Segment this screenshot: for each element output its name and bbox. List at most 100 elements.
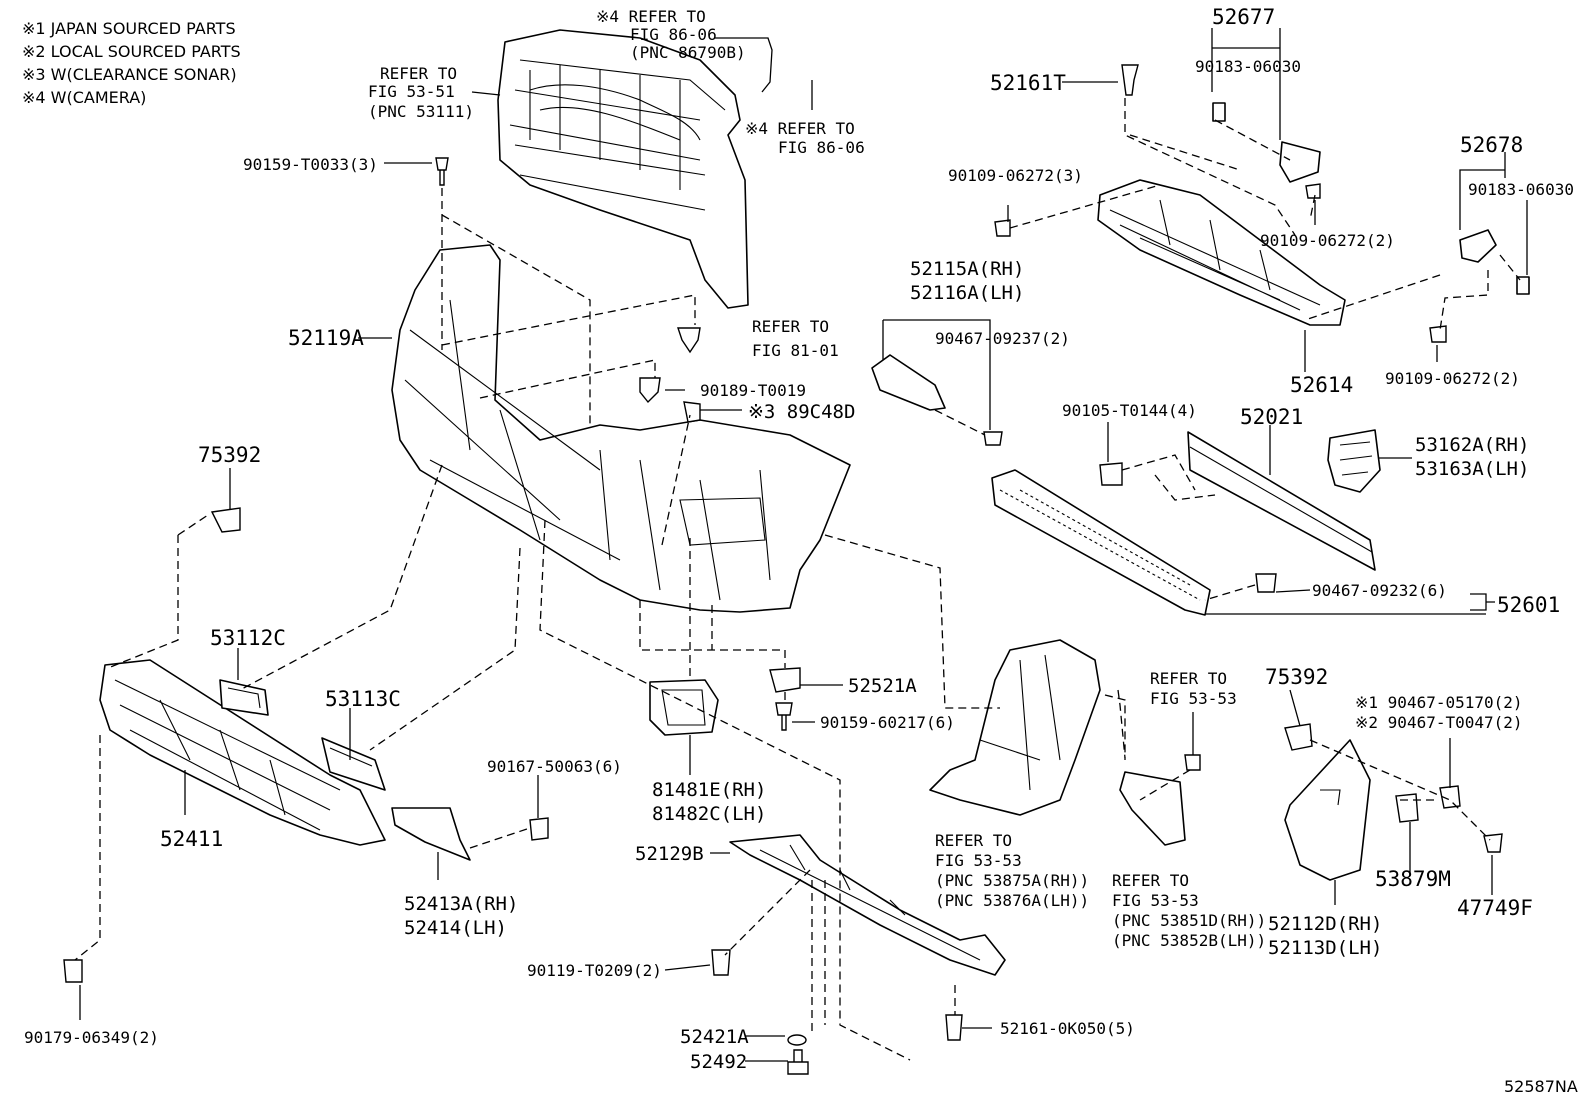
clip-90189-t0019-icon (639, 377, 661, 404)
clip-90467-09237-icon (983, 431, 1003, 446)
label-90167-50063: 90167-50063(6) (487, 757, 622, 776)
clip-75392-a-icon (210, 507, 241, 533)
label-52421a: 52421A (680, 1026, 749, 1048)
label-ref-53-51-1: REFER TO (380, 64, 457, 83)
label-52112d: 52112D(RH) (1268, 913, 1382, 935)
label-52129b: 52129B (635, 843, 704, 865)
label-52614: 52614 (1290, 373, 1353, 397)
absorber-52614-part (1097, 179, 1346, 326)
clip-47749f-icon (1483, 833, 1503, 853)
trim-53112c-part (219, 679, 269, 716)
label-52414: 52414(LH) (404, 917, 507, 939)
label-53163a: 53163A(LH) (1415, 458, 1529, 480)
mudflap-part (1119, 771, 1186, 846)
cover-81481e-part (649, 679, 719, 736)
label-47749f: 47749F (1457, 896, 1533, 920)
screw-53-53-icon (1184, 754, 1201, 771)
label-ref-53-53-b-3: (PNC 53875A(RH)) (935, 871, 1089, 890)
label-90467-09237: 90467-09237(2) (935, 329, 1070, 348)
label-ref-81-01-1: REFER TO (752, 317, 829, 336)
label-52492: 52492 (690, 1051, 747, 1073)
label-90467-t0047: ※2 90467-T0047(2) (1355, 713, 1523, 732)
screw-90159-60217-icon (775, 702, 793, 731)
screw-90167-icon (529, 817, 549, 841)
label-90189-t0019: 90189-T0019 (700, 381, 806, 400)
label-90159-t0033: 90159-T0033(3) (243, 155, 378, 174)
side-bracket-52115a-part (871, 354, 946, 411)
bolt-90109-c-icon (1429, 325, 1447, 343)
label-52116a: 52116A(LH) (910, 282, 1024, 304)
label-90105-t0144: 90105-T0144(4) (1062, 401, 1197, 420)
fender-liner-part (929, 639, 1101, 816)
retainer-53162a-part (1327, 429, 1381, 493)
label-53113c: 53113C (325, 687, 401, 711)
label-53879m: 53879M (1375, 867, 1451, 891)
label-ref-53-53-b-1: REFER TO (935, 831, 1012, 850)
label-90179-06349: 90179-06349(2) (24, 1028, 159, 1047)
part-labels: ※4 REFER TO FIG 86-06 (PNC 86790B) REFER… (24, 5, 1578, 1096)
bolt-90105-icon (1099, 462, 1123, 486)
label-52601: 52601 (1497, 593, 1560, 617)
label-ref-81-01-2: FIG 81-01 (752, 341, 839, 360)
clip-90179-icon (63, 959, 83, 983)
label-90109-06272-c: 90109-06272(2) (1385, 369, 1520, 388)
assembly-dashed-lines (74, 98, 1521, 1061)
label-52677: 52677 (1212, 5, 1275, 29)
cover-52413a-part (391, 807, 471, 861)
leader-lines (79, 28, 1528, 1062)
label-52411: 52411 (160, 827, 223, 851)
note-3: ※3 W(CLEARANCE SONAR) (22, 65, 237, 84)
bracket-52677-part (1212, 102, 1321, 183)
bumper-cover-part (391, 244, 851, 613)
label-53112c: 53112C (210, 626, 286, 650)
label-52021: 52021 (1240, 405, 1303, 429)
label-52113d: 52113D(LH) (1268, 937, 1382, 959)
label-53162a: 53162A(RH) (1415, 434, 1529, 456)
label-75392-a: 75392 (198, 443, 261, 467)
note-4: ※4 W(CAMERA) (22, 88, 146, 107)
reinforcement-52021-part (1187, 431, 1376, 571)
label-52115a: 52115A(RH) (910, 258, 1024, 280)
clip-75392-b-icon (1284, 723, 1313, 751)
diagram-id: 52587NA (1504, 1077, 1578, 1096)
note-2: ※2 LOCAL SOURCED PARTS (22, 42, 241, 61)
label-90159-60217: 90159-60217(6) (820, 713, 955, 732)
label-89c48d: ※3 89C48D (748, 401, 855, 423)
lower-grille-part (99, 659, 386, 846)
clip-52161t-icon (1121, 64, 1139, 96)
label-52161t: 52161T (990, 71, 1066, 95)
label-52521a: 52521A (848, 675, 917, 697)
clip-52521a-icon (769, 667, 801, 693)
label-ref-53-53-b-2: FIG 53-53 (935, 851, 1022, 870)
label-ref-86-06-a-2: FIG 86-06 (630, 25, 717, 44)
label-90467-05170: ※1 90467-05170(2) (1355, 693, 1523, 712)
note-1: ※1 JAPAN SOURCED PARTS (22, 19, 236, 38)
retainer-53879m-icon (1395, 793, 1419, 823)
label-90183-06030-a: 90183-06030 (1195, 57, 1301, 76)
label-90119-t0209: 90119-T0209(2) (527, 961, 662, 980)
clip-81-01-icon (677, 327, 701, 354)
clip-52492-icon (787, 1049, 809, 1075)
label-90109-06272-b: 90109-06272(2) (1260, 231, 1395, 250)
label-75392-b: 75392 (1265, 665, 1328, 689)
label-52413a: 52413A(RH) (404, 893, 518, 915)
label-ref-53-51-2: FIG 53-51 (368, 82, 455, 101)
label-90109-06272-a: 90109-06272(3) (948, 166, 1083, 185)
label-ref-86-06-a-1: ※4 REFER TO (596, 7, 706, 26)
bolt-90119-icon (711, 949, 731, 976)
fasteners (63, 64, 1503, 1075)
label-52119a: 52119A (288, 326, 364, 350)
label-52678: 52678 (1460, 133, 1523, 157)
clip-52161-0k050-icon (945, 1014, 963, 1041)
bolt-90159-t0033-icon (435, 157, 449, 186)
legend-notes: ※1 JAPAN SOURCED PARTS ※2 LOCAL SOURCED … (22, 19, 241, 107)
label-81482c: 81482C(LH) (652, 803, 766, 825)
reinforcement-52601-part (991, 469, 1211, 616)
sensor-89c48d-icon (683, 401, 701, 423)
pad-52421a-icon (787, 1034, 807, 1046)
bracket-52678-part (1459, 229, 1530, 295)
label-ref-53-53-c-1: REFER TO (1112, 871, 1189, 890)
label-ref-53-51-3: (PNC 53111) (368, 102, 474, 121)
label-ref-53-53-b-4: (PNC 53876A(LH)) (935, 891, 1089, 910)
label-ref-53-53-a-2: FIG 53-53 (1150, 689, 1237, 708)
